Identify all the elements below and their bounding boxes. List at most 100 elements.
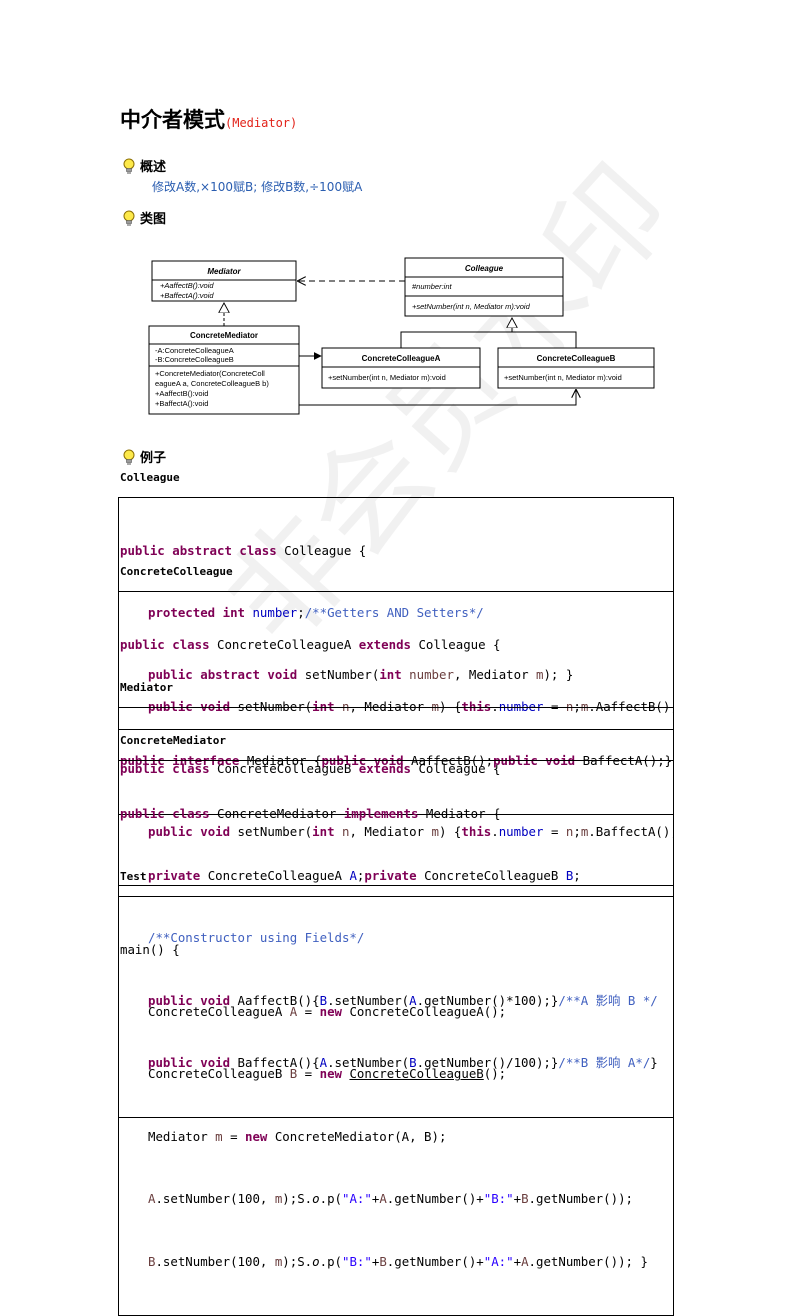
code-token: = [543, 823, 566, 839]
code-token: extends [358, 761, 411, 777]
page-title: 中介者模式(Mediator) [120, 104, 297, 134]
section-overview: 概述 [122, 156, 166, 175]
section-example-label: 例子 [140, 451, 167, 466]
code-token: ConcreteColleagueA [207, 867, 350, 883]
uml-colleague-name: Colleague [465, 264, 504, 273]
code-line: public class ConcreteColleagueA extends … [120, 635, 673, 656]
code-token: ; [573, 867, 581, 883]
class-diagram: Mediator +AaffectB():void +BaffectA():vo… [148, 257, 655, 415]
code-token: number [252, 604, 298, 620]
code-line: protected int number;/**Getters AND Sett… [120, 603, 673, 624]
code-token: "B:" [483, 1191, 514, 1207]
code-block-colleague: public abstract class Colleague { protec… [118, 497, 674, 730]
code-token: ConcreteColleagueA [217, 636, 359, 652]
code-token: o [312, 1191, 320, 1207]
code-line: public abstract void setNumber(int numbe… [120, 665, 673, 686]
uml-concrete-mediator-op-1: +ConcreteMediator(ConcreteColl [155, 369, 265, 378]
code-token: implements [343, 805, 419, 821]
code-token: ConcreteColleagueA [148, 1003, 290, 1019]
code-token: B [148, 1253, 156, 1269]
code-token: public [120, 761, 165, 777]
uml-concrete-colleague-b-name: ConcreteColleagueB [537, 354, 616, 363]
uml-concrete-colleague-b-op-1: +setNumber(int n, Mediator m):void [504, 373, 622, 382]
code-token: abstract [172, 542, 232, 558]
code-token: = [543, 698, 566, 714]
code-token: B [565, 867, 574, 883]
code-token: Mediator [148, 1128, 216, 1144]
code-token: number [498, 823, 544, 839]
uml-concrete-mediator-name: ConcreteMediator [190, 331, 258, 340]
code-token: .getNumber()); } [528, 1253, 648, 1269]
uml-concrete-mediator-op-2: eagueA a, ConcreteColleagueB b) [155, 379, 269, 388]
code-token: protected [148, 604, 216, 620]
code-line: public class ConcreteMediator implements… [120, 804, 673, 825]
uml-mediator-name: Mediator [207, 267, 241, 276]
code-token: new [319, 1066, 342, 1082]
code-token: .p( [319, 1253, 342, 1269]
code-line: main() { [120, 940, 673, 961]
code-token: m [274, 1191, 283, 1207]
label-mediator: Mediator [120, 681, 173, 694]
code-block-concrete-colleague: public class ConcreteColleagueA extends … [118, 591, 674, 887]
code-token: ) { [439, 823, 462, 839]
code-token: setNumber( [237, 698, 313, 714]
code-line: ConcreteColleagueA A = new ConcreteColle… [120, 1002, 673, 1023]
code-token: class [172, 636, 210, 652]
code-token: B [521, 1191, 529, 1207]
code-token: , Mediator [453, 667, 536, 683]
code-token: public [148, 992, 193, 1008]
code-token: int [379, 667, 402, 683]
code-token: } [650, 1055, 658, 1071]
code-token: setNumber( [237, 823, 313, 839]
code-token: );S. [282, 1191, 313, 1207]
code-token: class [239, 542, 277, 558]
code-token: , Mediator [349, 823, 432, 839]
code-token: + [371, 1191, 380, 1207]
uml-concrete-mediator-attr-1: -A:ConcreteColleagueA [155, 346, 234, 355]
code-token: number [409, 667, 454, 683]
code-token: + [513, 1253, 522, 1269]
code-token: B [319, 992, 328, 1008]
code-line: B.setNumber(100, m);S.o.p("B:"+B.getNumb… [120, 1252, 673, 1273]
code-token: .setNumber( [327, 992, 410, 1008]
code-token: .getNumber()*100);} [416, 992, 559, 1008]
uml-colleague-op-1: +setNumber(int n, Mediator m):void [412, 302, 531, 311]
document-page: 非会员水印 中介者模式(Mediator) 概述 修改A数,×100赋B; 修改… [118, 104, 697, 1316]
uml-concrete-colleague-a-name: ConcreteColleagueA [362, 354, 441, 363]
uml-generalization-b [512, 331, 577, 348]
code-token: setNumber( [304, 667, 380, 683]
uml-colleague: Colleague #number:int +setNumber(int n, … [404, 257, 564, 317]
code-token: . [491, 698, 499, 714]
code-token: + [371, 1253, 380, 1269]
lightbulb-icon [123, 158, 135, 173]
code-token: m [580, 823, 589, 839]
code-token: .getNumber()+ [386, 1191, 484, 1207]
code-line: private ConcreteColleagueA A;private Con… [120, 866, 673, 887]
code-token: ConcreteMediator [217, 805, 344, 821]
code-token: Colleague { [410, 761, 501, 777]
code-token: class [172, 761, 210, 777]
code-token: A [521, 1253, 529, 1269]
code-token: A [379, 1191, 387, 1207]
code-token: main() { [120, 941, 180, 957]
code-token: m [274, 1253, 283, 1269]
code-token: /**A 影响 B */ [558, 992, 658, 1008]
code-token: this [461, 823, 492, 839]
code-token: (); [483, 1066, 507, 1082]
code-token: /**Getters AND Setters*/ [304, 604, 484, 620]
section-class-diagram: 类图 [122, 208, 166, 227]
uml-mediator: Mediator +AaffectB():void +BaffectA():vo… [151, 260, 297, 302]
section-example: 例子 [122, 447, 166, 466]
code-token: void [200, 698, 231, 714]
code-token: public [148, 667, 193, 683]
code-token: public [148, 698, 193, 714]
code-token: public [120, 805, 165, 821]
code-token: void [267, 667, 298, 683]
code-block-concrete-mediator: public class ConcreteMediator implements… [118, 760, 674, 1118]
code-token: .setNumber( [327, 1055, 410, 1071]
code-token: B [409, 1055, 417, 1071]
code-token: .setNumber(100, [155, 1253, 275, 1269]
uml-concrete-colleague-a-op-1: +setNumber(int n, Mediator m):void [328, 373, 446, 382]
code-token: ; [356, 867, 365, 883]
code-token: m [431, 698, 440, 714]
